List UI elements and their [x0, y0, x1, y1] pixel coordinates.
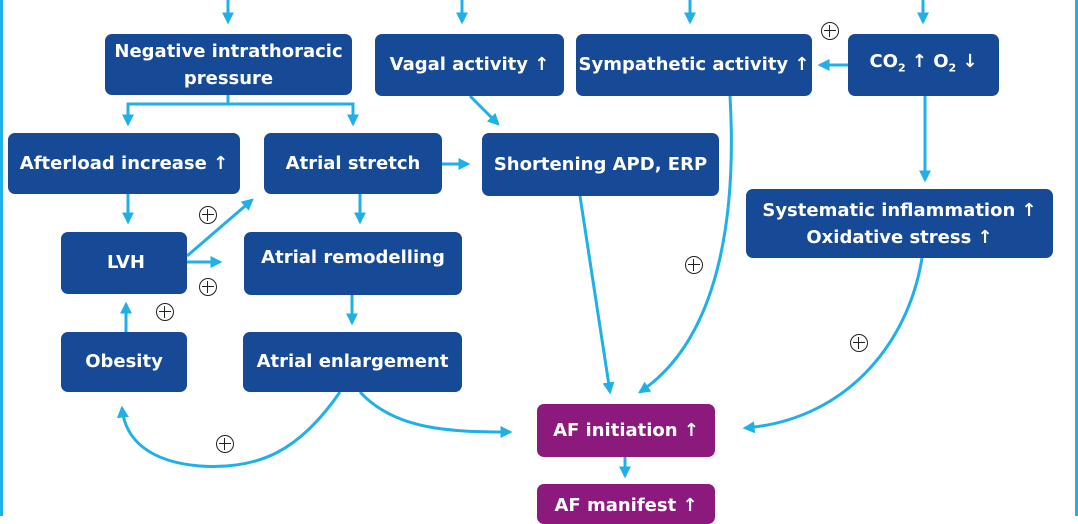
- plus-marker-lvh-stretch: [199, 206, 217, 224]
- node-negative-pressure-line1: Negative intrathoracic: [114, 40, 343, 62]
- node-negative-pressure-line2: pressure: [183, 67, 274, 89]
- node-inflammation-line1: Systematic inflammation ↑: [762, 199, 1037, 221]
- arrow-enlargement-to-obesity: [116, 391, 342, 468]
- node-af-manifest-label: AF manifest ↑: [554, 495, 698, 516]
- arrow-inflammation-to-af: [742, 257, 924, 434]
- node-af-initiation-label: AF initiation ↑: [553, 419, 699, 441]
- arrow-pressure-to-stretch: [228, 102, 359, 127]
- plus-marker-inflammation: [850, 334, 868, 352]
- plus-marker-obesity: [156, 303, 174, 321]
- node-atrial-remodelling: Atrial remodelling: [244, 232, 462, 295]
- arrow-shortening-to-af: [578, 195, 615, 395]
- arrow-enlargement-to-af: [358, 390, 513, 438]
- node-remodelling-label: Atrial remodelling: [261, 247, 445, 268]
- node-negative-intrathoracic-pressure: Negative intrathoracic pressure: [105, 34, 352, 95]
- node-af-manifest: AF manifest ↑: [537, 484, 715, 524]
- node-obesity: Obesity: [61, 332, 187, 392]
- gas-sub-co2: 2: [897, 61, 906, 75]
- plus-marker-lvh-remodelling: [199, 278, 217, 296]
- node-sympathetic-activity: Sympathetic activity ↑: [576, 34, 812, 96]
- node-co2-o2: CO2 ↑ O2 ↓: [848, 34, 999, 96]
- node-shortening-apd-erp: Shortening APD, ERP: [482, 133, 719, 196]
- node-afterload-label: Afterload increase ↑: [19, 152, 229, 174]
- node-inflammation-line2: Oxidative stress ↑: [806, 226, 993, 248]
- arrow-pressure-to-afterload: [122, 95, 230, 127]
- plus-marker-gas: [821, 22, 839, 40]
- node-obesity-label: Obesity: [85, 351, 163, 372]
- node-gas-label: CO2 ↑ O2 ↓: [869, 48, 977, 83]
- plus-marker-sympathetic: [685, 256, 703, 274]
- gas-co: CO: [869, 50, 898, 72]
- node-lvh-label: LVH: [107, 252, 145, 273]
- node-atrial-stretch: Atrial stretch: [264, 133, 442, 194]
- plus-marker-enlargement: [216, 435, 234, 453]
- gas-tail: ↓: [956, 50, 978, 72]
- node-shortening-label: Shortening APD, ERP: [493, 153, 708, 175]
- node-enlargement-label: Atrial enlargement: [256, 351, 449, 372]
- node-vagal-label: Vagal activity ↑: [389, 54, 550, 75]
- node-systematic-inflammation: Systematic inflammation ↑ Oxidative stre…: [746, 189, 1053, 258]
- arrow-sympathetic-to-af: [638, 95, 733, 394]
- node-afterload-increase: Afterload increase ↑: [8, 133, 240, 194]
- node-sympathetic-label: Sympathetic activity ↑: [578, 54, 810, 75]
- node-atrial-stretch-label: Atrial stretch: [285, 152, 421, 174]
- node-vagal-activity: Vagal activity ↑: [375, 34, 564, 96]
- gas-mid: ↑ O: [905, 50, 949, 72]
- node-af-initiation: AF initiation ↑: [537, 404, 715, 457]
- node-atrial-enlargement: Atrial enlargement: [243, 332, 462, 392]
- node-lvh: LVH: [61, 232, 187, 294]
- arrow-vagal-to-shortening: [468, 94, 500, 126]
- arrow-lvh-to-stretch: [186, 198, 254, 258]
- gas-sub-o2: 2: [948, 61, 957, 75]
